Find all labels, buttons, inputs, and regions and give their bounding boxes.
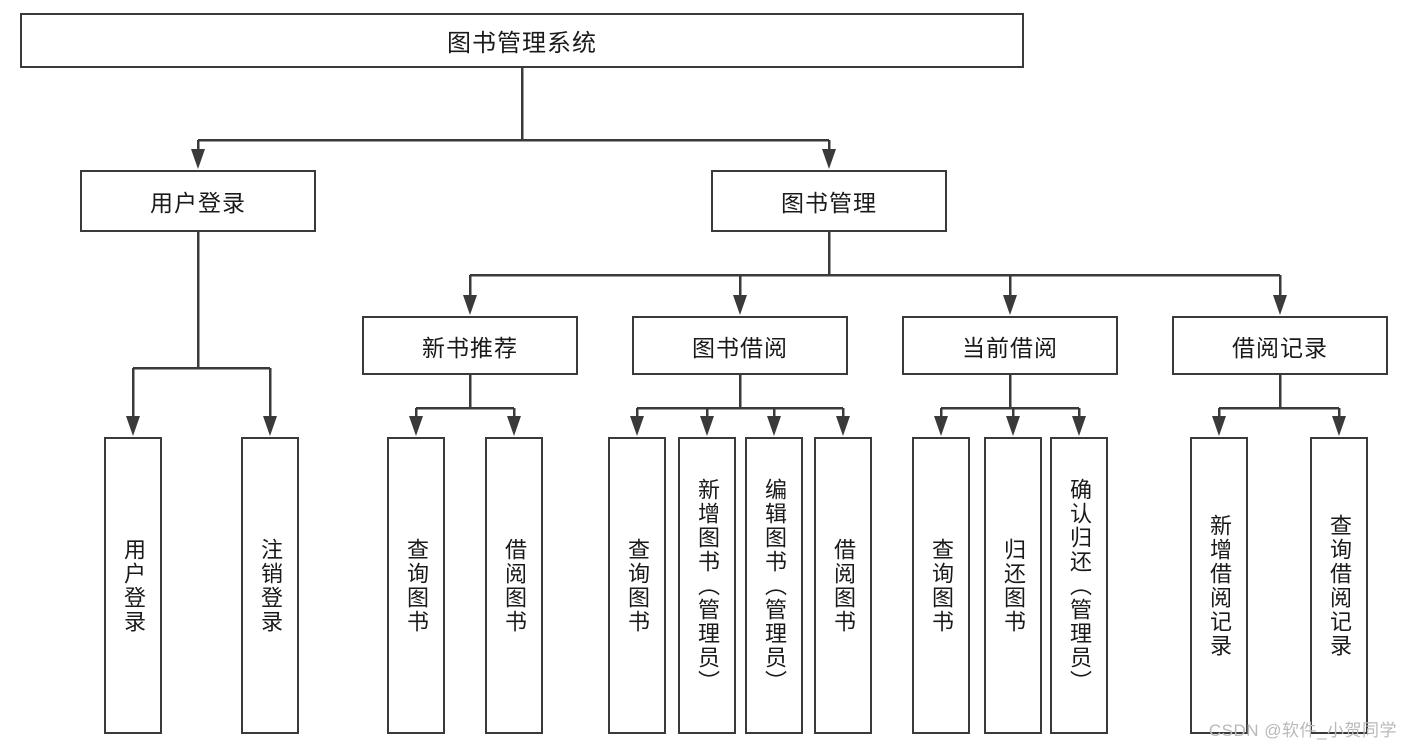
leaf-node-8: 查询图书 (912, 437, 970, 734)
csdn-watermark: CSDN @软件_小贺同学 (1208, 721, 1397, 740)
node-level2-0: 用户登录 (80, 170, 316, 232)
leaf-node-label: 借阅图书 (830, 537, 856, 634)
leaf-node-label: 编辑图书（管理员） (761, 477, 787, 694)
node-level2-1: 图书管理 (711, 170, 947, 232)
leaf-node-4: 查询图书 (608, 437, 666, 734)
node-level3-0: 新书推荐 (362, 316, 578, 375)
leaf-node-label: 新增图书（管理员） (694, 477, 720, 694)
leaf-node-label: 确认归还（管理员） (1066, 477, 1092, 694)
leaf-node-label: 查询图书 (403, 537, 429, 634)
leaf-node-label: 注销登录 (257, 537, 283, 634)
leaf-node-label: 查询图书 (624, 537, 650, 634)
node-level3-3: 借阅记录 (1172, 316, 1388, 375)
node-root-label: 图书管理系统 (447, 30, 597, 57)
leaf-node-9: 归还图书 (984, 437, 1042, 734)
leaf-node-label: 新增借阅记录 (1206, 513, 1232, 658)
node-level3-label: 借阅记录 (1232, 334, 1328, 361)
node-level3-label: 图书借阅 (692, 334, 788, 361)
node-level3-label: 当前借阅 (962, 334, 1058, 361)
leaf-node-0: 用户登录 (104, 437, 162, 734)
leaf-node-11: 新增借阅记录 (1190, 437, 1248, 734)
leaf-node-label: 用户登录 (120, 537, 146, 634)
leaf-node-2: 查询图书 (387, 437, 445, 734)
leaf-node-label: 借阅图书 (501, 537, 527, 634)
leaf-node-12: 查询借阅记录 (1310, 437, 1368, 734)
node-level3-1: 图书借阅 (632, 316, 848, 375)
leaf-node-7: 借阅图书 (814, 437, 872, 734)
node-level3-2: 当前借阅 (902, 316, 1118, 375)
node-root-0: 图书管理系统 (20, 13, 1024, 68)
leaf-node-6: 编辑图书（管理员） (745, 437, 803, 734)
leaf-node-10: 确认归还（管理员） (1050, 437, 1108, 734)
leaf-node-5: 新增图书（管理员） (678, 437, 736, 734)
leaf-node-label: 查询借阅记录 (1326, 513, 1352, 658)
node-level2-label: 图书管理 (781, 190, 877, 216)
node-level3-label: 新书推荐 (422, 334, 518, 361)
leaf-node-label: 归还图书 (1000, 537, 1026, 634)
node-level2-label: 用户登录 (150, 190, 246, 216)
leaf-node-3: 借阅图书 (485, 437, 543, 734)
leaf-node-1: 注销登录 (241, 437, 299, 734)
leaf-node-label: 查询图书 (928, 537, 954, 634)
